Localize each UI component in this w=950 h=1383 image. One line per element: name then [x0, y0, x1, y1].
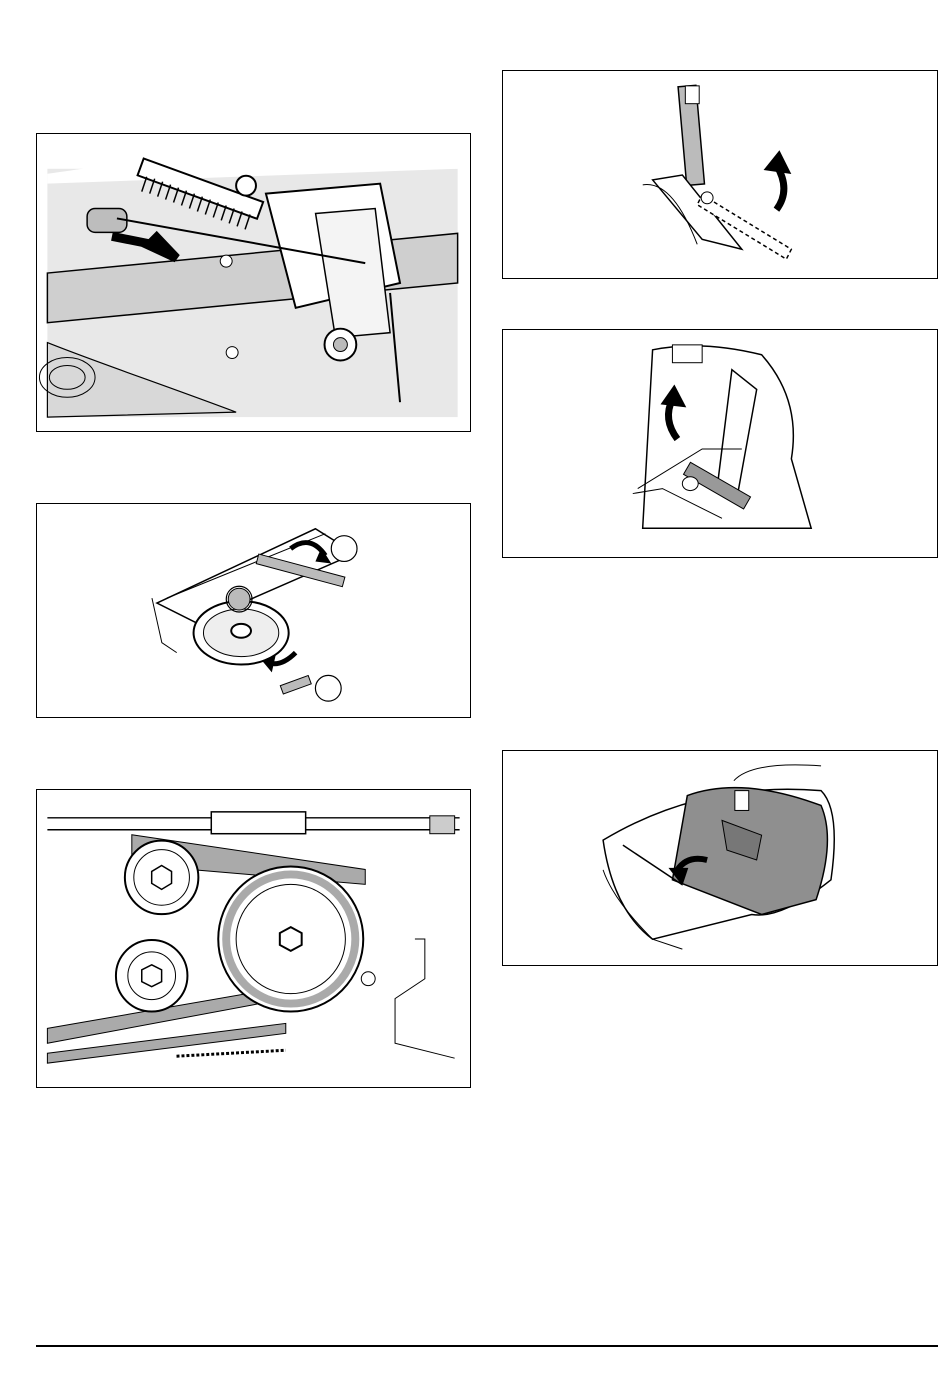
- footer-rule: [36, 1345, 938, 1347]
- figure-spring-mechanism: [36, 133, 471, 432]
- figure-cover-removal: [502, 750, 938, 966]
- figure-belt-pulleys: [36, 789, 471, 1088]
- callout-circle-3: [315, 675, 341, 701]
- spring-mechanism-illustration: [37, 134, 470, 431]
- figure-pulley-callouts: [36, 503, 471, 718]
- cover-removal-illustration: [503, 751, 937, 965]
- callout-circle-1: [331, 536, 357, 562]
- pulley-callouts-illustration: [37, 504, 470, 717]
- figure-pin-lever: [502, 329, 938, 558]
- belt-pulleys-illustration: [37, 790, 470, 1087]
- lever-raise-illustration: [503, 71, 937, 278]
- pin-lever-illustration: [503, 330, 937, 557]
- figure-lever-raise: [502, 70, 938, 279]
